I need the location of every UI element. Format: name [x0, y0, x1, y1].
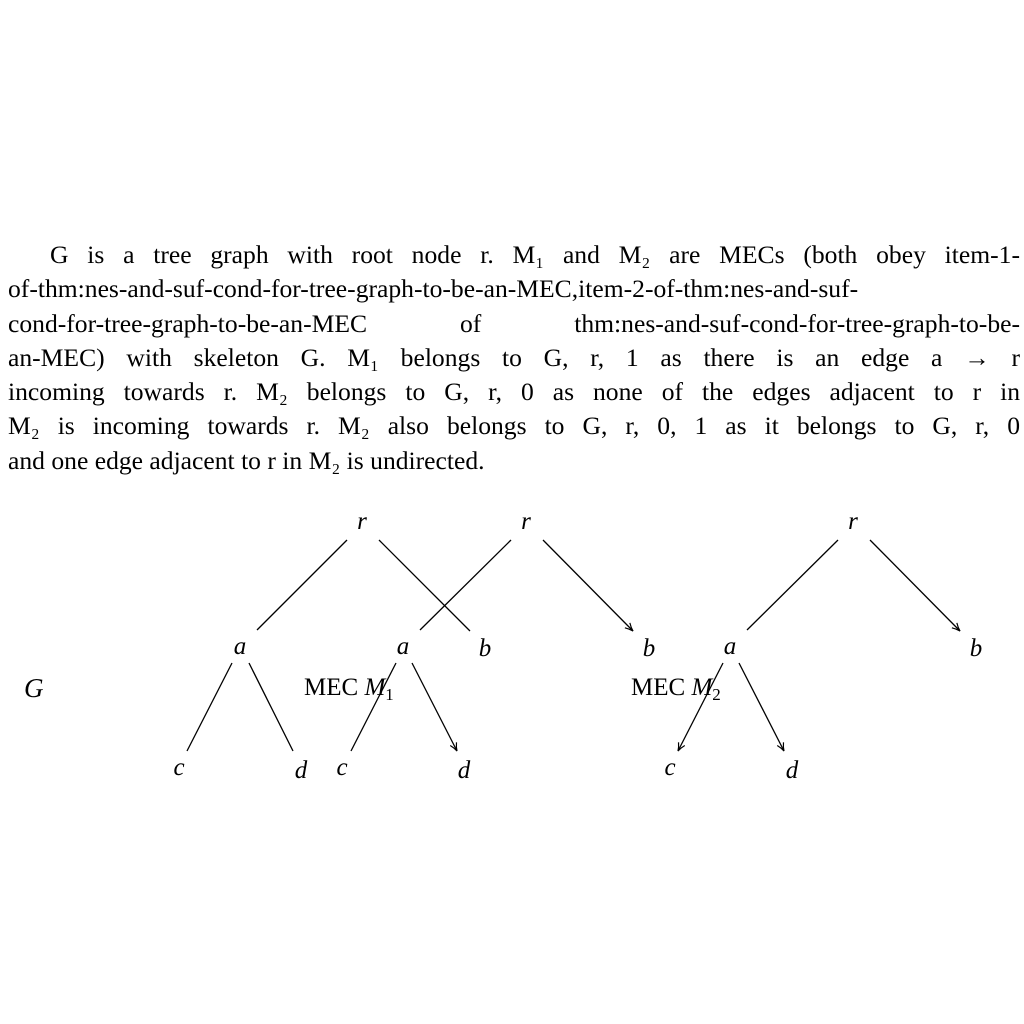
paragraph-line: an-MEC) with skeleton G. M₁ belongs to G…	[8, 342, 1020, 372]
edge-m1-a-c	[350, 662, 397, 752]
graph-g: r a c d	[173, 508, 471, 784]
edge-g-a-c	[186, 662, 233, 752]
paragraph-line: cond-for-tree-graph-to-be-an-MEC of thm:…	[8, 308, 1020, 338]
node-m1-b: b	[643, 635, 656, 662]
node-m1-c: c	[336, 754, 347, 781]
node-g-r: r	[357, 508, 367, 535]
description-paragraph: G is a tree graph with root node r. M₁ a…	[8, 238, 1020, 478]
paragraph-line: G is a tree graph with root node r. M₁ a…	[50, 240, 1020, 269]
edge-m2-r-a	[746, 539, 839, 631]
node-m1-r: r	[521, 508, 531, 535]
node-m2-r: r	[848, 508, 858, 535]
paragraph-line: and one edge adjacent to r in M₂ is undi…	[8, 445, 485, 475]
edge-m1-a-d	[411, 662, 458, 752]
edge-g-r-a	[256, 539, 348, 631]
mec-m2-caption: MEC M2	[631, 674, 721, 704]
node-m2-d: d	[786, 757, 799, 784]
node-m2-b: b	[970, 635, 983, 662]
node-g-b: b	[479, 635, 492, 662]
paragraph-line: M₂ is incoming towards r. M₂ also belong…	[8, 411, 1020, 441]
node-g-c: c	[173, 754, 184, 781]
graph-mec-m1: r a b c d MEC M1	[304, 508, 634, 784]
node-g-a: a	[234, 633, 247, 660]
node-m2-a: a	[724, 633, 737, 660]
edge-m2-a-c	[677, 662, 724, 752]
mec-m2-caption-var: M	[690, 674, 713, 701]
graph-g-label: G	[24, 673, 44, 703]
mec-m1-caption-prefix: MEC	[304, 674, 364, 701]
mec-m1-caption: MEC M1	[304, 674, 394, 704]
mec-m1-caption-subscript: 1	[385, 685, 394, 704]
tree-graphs-figure: G r a c d r a b c d MEC M1	[24, 508, 982, 784]
edge-g-a-d	[248, 662, 294, 752]
node-m1-a: a	[397, 633, 410, 660]
paragraph-line: of-thm:nes-and-suf-cond-for-tree-graph-t…	[8, 274, 859, 304]
graph-mec-m2: r a b b c d MEC M2	[631, 508, 982, 784]
mec-m2-caption-prefix: MEC	[631, 674, 691, 701]
node-m2-c: c	[664, 754, 675, 781]
node-g-d: d	[295, 757, 308, 784]
edge-m2-a-d	[738, 662, 785, 752]
mec-m1-caption-var: M	[363, 674, 386, 701]
mec-m2-caption-subscript: 2	[712, 685, 721, 704]
edge-m1-r-b	[542, 539, 634, 632]
node-m1-d: d	[458, 757, 471, 784]
edge-g-r-b	[378, 539, 471, 632]
paragraph-line: incoming towards r. M₂ belongs to G, r, …	[8, 377, 1020, 407]
edge-m2-r-b	[869, 539, 961, 632]
edge-m1-a-r	[419, 539, 512, 631]
